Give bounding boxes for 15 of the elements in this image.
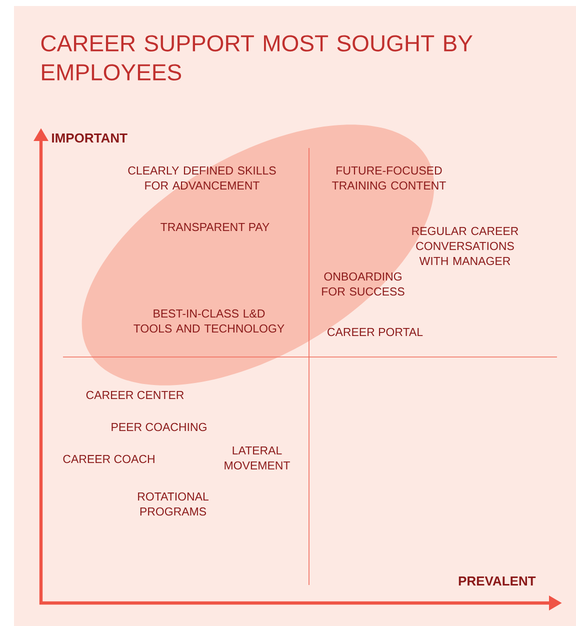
item-label: CAREER COACH	[63, 454, 154, 464]
title: CAREER SUPPORT MOST SOUGHT BY EMPLOYEES	[41, 35, 472, 80]
item-label: PEER COACHING	[112, 422, 206, 432]
axis-label: IMPORTANT	[52, 133, 128, 143]
item-label: CAREER CENTER	[86, 390, 184, 400]
item-label: ONBOARDING FOR SUCCESS	[322, 272, 404, 296]
item-label: ROTATIONAL PROGRAMS	[138, 492, 208, 516]
axis-label: PREVALENT	[458, 576, 536, 586]
item-label: REGULAR CAREER CONVERSATIONS WITH MANAGER	[412, 226, 518, 266]
item-label: TRANSPARENT PAY	[160, 222, 270, 232]
item-label: FUTURE-FOCUSED TRAINING CONTENT	[332, 166, 446, 190]
item-label: CLEARLY DEFINED SKILLS FOR ADVANCEMENT	[128, 166, 276, 190]
item-label: CAREER PORTAL	[328, 328, 423, 336]
item-label: BEST-IN-CLASS L&D TOOLS AND TECHNOLOGY	[134, 309, 284, 333]
item-label: LATERAL MOVEMENT	[224, 446, 290, 470]
